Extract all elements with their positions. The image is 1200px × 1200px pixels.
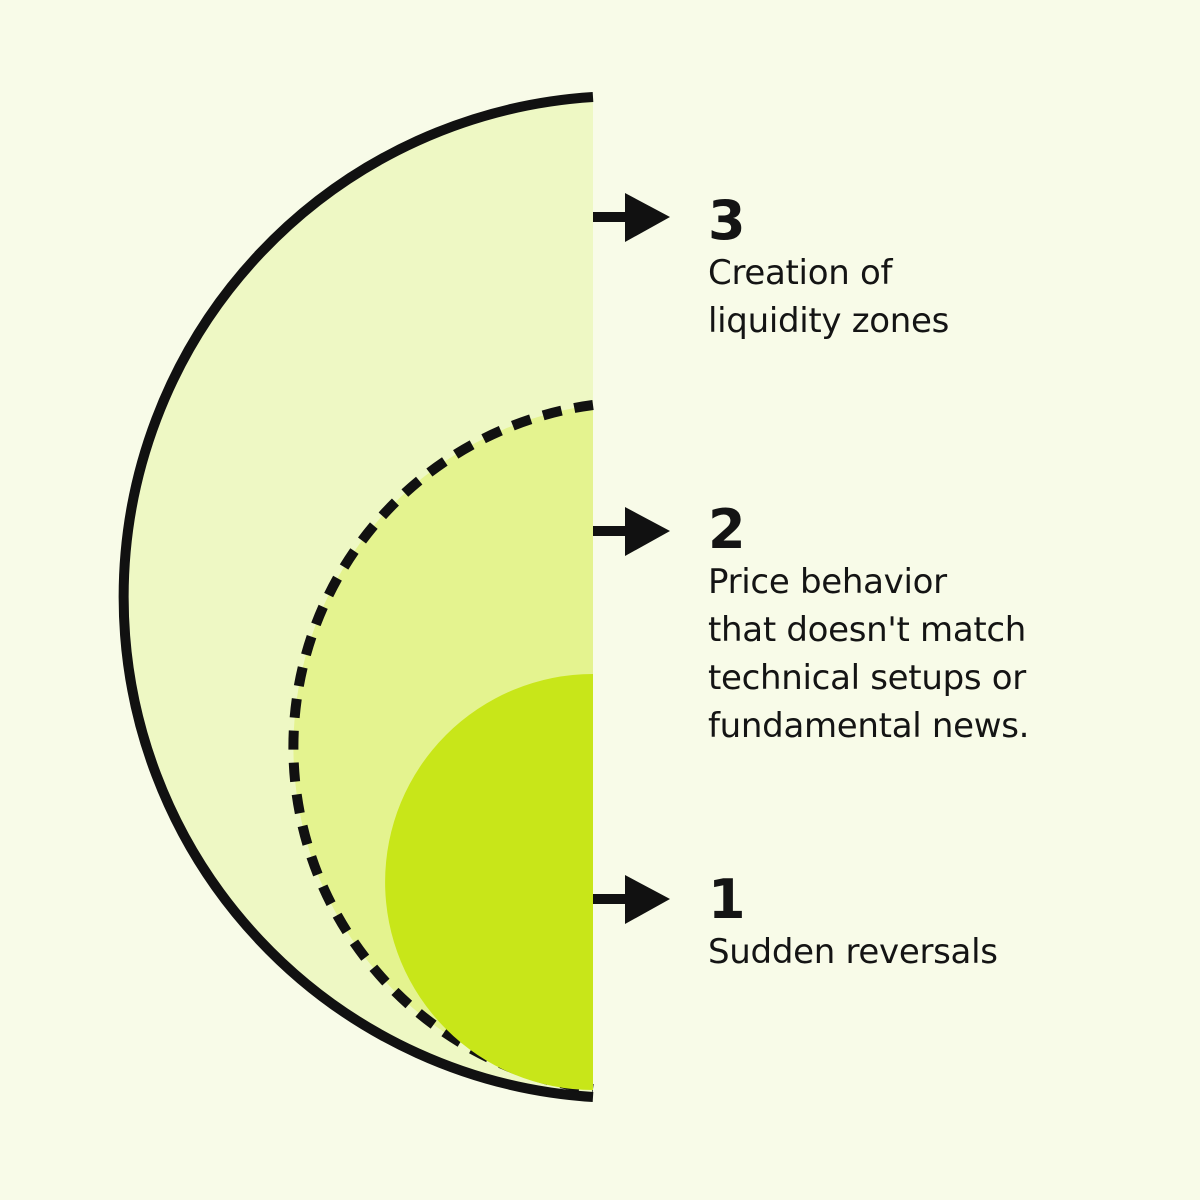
level-1-label: 1 Sudden reversals — [708, 872, 998, 976]
level-3-label: 3 Creation of liquidity zones — [708, 193, 949, 345]
right-arrow-icon — [593, 875, 670, 924]
inner-half-circle — [385, 674, 593, 1090]
middle-half-circle-dashed-outline — [288, 400, 594, 1094]
right-arrow-icon — [593, 193, 670, 242]
level-3-description: Creation of liquidity zones — [708, 253, 950, 341]
outer-half-circle-outline — [118, 92, 594, 1102]
level-2-description: Price behavior that doesn't match techni… — [708, 562, 1030, 746]
level-2-number: 2 — [708, 498, 747, 561]
level-2-label: 2 Price behavior that doesn't match tech… — [708, 502, 1029, 750]
level-3-number: 3 — [708, 189, 747, 252]
right-arrow-icon — [593, 507, 670, 556]
level-1-number: 1 — [708, 868, 747, 931]
level-1-description: Sudden reversals — [708, 932, 998, 972]
